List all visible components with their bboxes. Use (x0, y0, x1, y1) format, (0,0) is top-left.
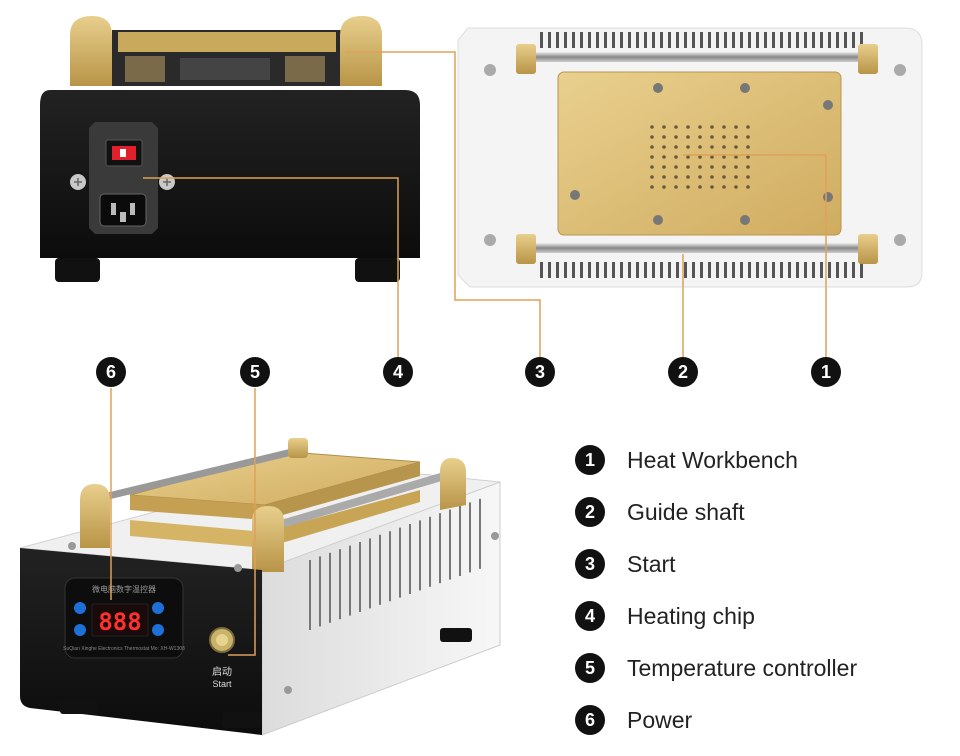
temp-display (91, 603, 149, 637)
rear-foot-right (355, 258, 400, 282)
legend-badge: 2 (575, 497, 605, 527)
legend-label: Start (627, 550, 676, 577)
controller-title: 微电脑数字温控器 (92, 584, 156, 594)
top-guide-rod-upper (520, 52, 875, 62)
legend-label: Temperature controller (627, 654, 858, 681)
leader-line-1 (683, 154, 827, 358)
badge-3: 3 (525, 357, 555, 387)
legend-label: Heating chip (627, 602, 755, 629)
rear-left-post (70, 16, 112, 86)
temp-display-value: 888 (98, 608, 141, 636)
legend-badge: 3 (575, 549, 605, 579)
badge-6: 6 (96, 357, 126, 387)
leader-line-5 (228, 388, 256, 656)
leader-line-4 (143, 177, 399, 358)
legend-item: 6 Power (575, 702, 692, 738)
legend-label: Guide shaft (627, 498, 745, 525)
legend-item: 1 Heat Workbench (575, 442, 798, 478)
legend-item: 3 Start (575, 546, 676, 582)
side-vents (309, 498, 481, 630)
top-vents-lower (540, 262, 863, 278)
legend-label: Power (627, 706, 693, 733)
rear-view (40, 16, 420, 282)
legend-badge: 1 (575, 445, 605, 475)
badge-2: 2 (668, 357, 698, 387)
front-right-post (440, 458, 466, 510)
top-vents-upper (540, 32, 863, 48)
rear-foot-left (55, 258, 100, 282)
rear-right-post (340, 16, 382, 86)
plate-hole-grid (650, 125, 750, 189)
legend-badge: 6 (575, 705, 605, 735)
top-view (457, 27, 923, 288)
front-view: 微电脑数字温控器 888 SuQian Xinghe Electronics T… (19, 438, 501, 736)
badge-4: 4 (383, 357, 413, 387)
controller-down-right (152, 624, 164, 636)
power-inlet (99, 193, 147, 227)
legend-item: 5 Temperature controller (575, 650, 857, 686)
legend-item: 4 Heating chip (575, 598, 755, 634)
start-label-en: Start (212, 679, 232, 689)
top-guide-rod-lower (520, 243, 875, 253)
top-heat-plate (557, 71, 842, 236)
front-guide-rod-front (266, 468, 460, 532)
controller-maker: SuQian Xinghe Electronics Thermostat Mo:… (63, 646, 185, 652)
start-label-cn: 启动 (212, 665, 232, 678)
controller-up-right (152, 602, 164, 614)
front-guide-rod-back (99, 446, 301, 502)
legend-item: 2 Guide shaft (575, 494, 745, 530)
front-center-post (252, 506, 284, 572)
rear-top-plate (118, 32, 336, 52)
controller-down-left (74, 624, 86, 636)
badge-1: 1 (811, 357, 841, 387)
controller-up-left (74, 602, 86, 614)
front-left-post (80, 484, 110, 548)
badge-5: 5 (240, 357, 270, 387)
leader-lines (110, 51, 827, 656)
legend-badge: 5 (575, 653, 605, 683)
legend-badge: 4 (575, 601, 605, 631)
leader-line-3 (345, 51, 541, 358)
legend-label: Heat Workbench (627, 446, 798, 473)
